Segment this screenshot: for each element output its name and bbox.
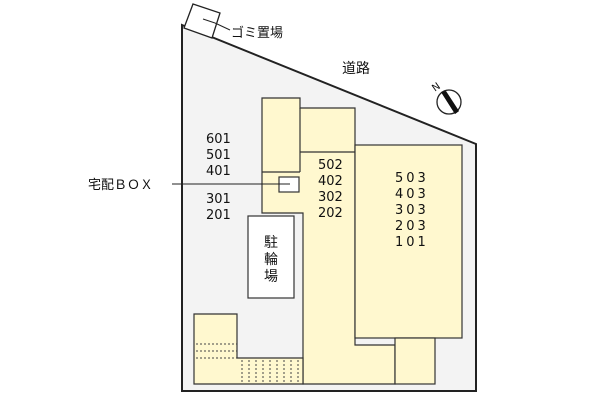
- rooms-left: 601 501 401 301 201: [206, 132, 231, 223]
- building: [193, 97, 463, 385]
- road-label: 道路: [342, 61, 370, 77]
- room-number: 502: [318, 158, 343, 173]
- room-number: 301: [206, 192, 231, 207]
- room-number: 202: [318, 206, 343, 221]
- hatch-area: [196, 343, 299, 383]
- room-number: 503: [395, 171, 429, 186]
- room-number: 302: [318, 190, 343, 205]
- bicycle-parking-label-1: 駐: [264, 235, 278, 251]
- garbage-label: ゴミ置場: [231, 25, 283, 41]
- room-number: 403: [395, 187, 429, 202]
- bicycle-parking-label-3: 場: [264, 269, 278, 285]
- delivery-box-label: 宅配ＢＯＸ: [88, 178, 153, 193]
- room-number: 401: [206, 164, 231, 179]
- room-number: 201: [206, 208, 231, 223]
- north-compass-icon: N: [430, 81, 462, 115]
- room-number: 303: [395, 203, 429, 218]
- bicycle-parking-label-2: 輪: [264, 251, 278, 268]
- bicycle-parking: [247, 215, 295, 299]
- room-number: 101: [395, 235, 429, 250]
- garbage-area: [183, 3, 231, 39]
- room-number: 402: [318, 174, 343, 189]
- room-number: 203: [395, 219, 429, 234]
- room-number: 501: [206, 148, 231, 163]
- rooms-right: 503 403 303 203 101: [395, 171, 429, 250]
- rooms-middle: 502 402 302 202: [318, 158, 343, 221]
- room-number: 601: [206, 132, 231, 147]
